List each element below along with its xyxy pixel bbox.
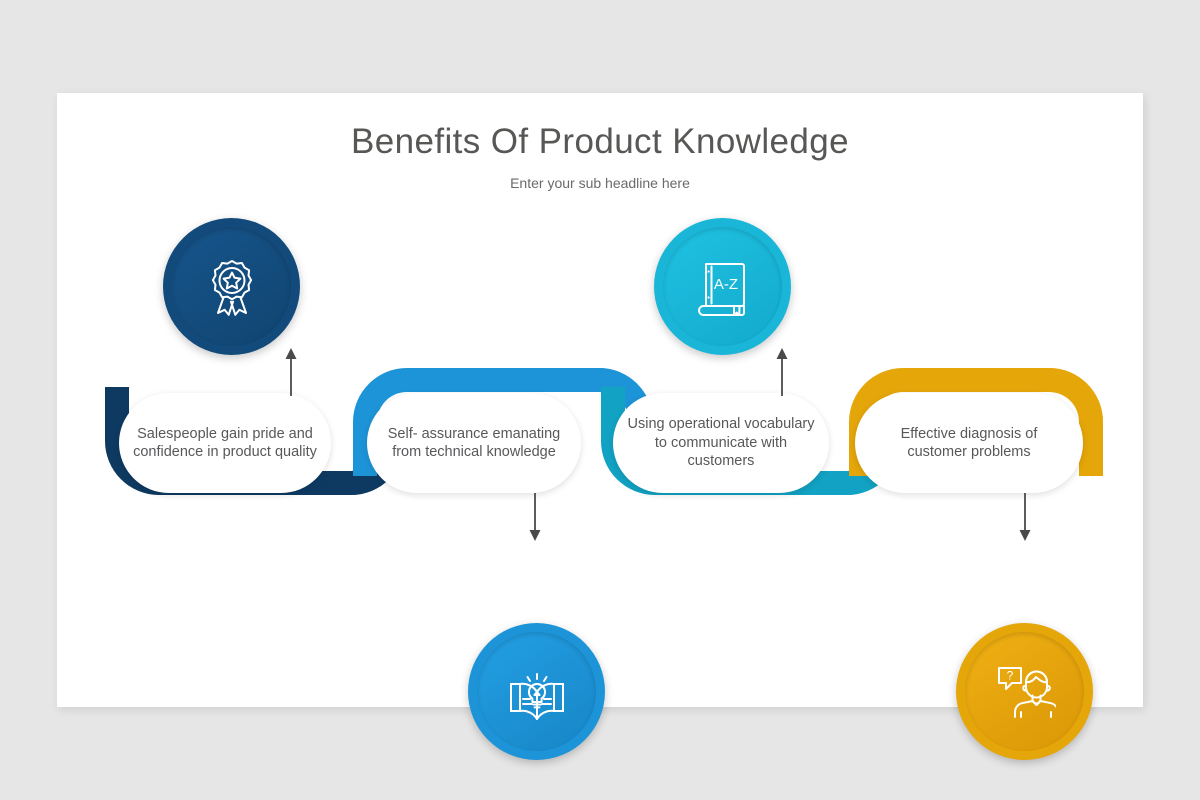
icon-circle-step-1[interactable] xyxy=(163,218,300,355)
award-ribbon-icon xyxy=(163,218,300,355)
svg-text:A-Z: A-Z xyxy=(713,276,737,293)
arrow-step-3-up xyxy=(775,348,789,396)
arrow-step-2-down xyxy=(528,493,542,541)
arrow-step-4-down xyxy=(1018,493,1032,541)
icon-circle-step-2[interactable] xyxy=(468,623,605,760)
circle-inner-face xyxy=(663,227,782,346)
page-subtitle: Enter your sub headline here xyxy=(510,175,690,191)
customer-question-icon: ? xyxy=(956,623,1093,760)
circle-inner-face xyxy=(965,632,1084,751)
dictionary-az-icon: A-Z xyxy=(654,218,791,355)
circle-inner-face xyxy=(172,227,291,346)
arrow-step-1-up xyxy=(284,348,298,396)
icon-circle-step-3[interactable]: A-Z xyxy=(654,218,791,355)
slide-canvas: Benefits Of Product Knowledge Enter your… xyxy=(57,93,1143,760)
card-step-3[interactable]: Using operational vocabulary to communic… xyxy=(613,393,829,493)
book-lightbulb-icon xyxy=(468,623,605,760)
card-step-1-text: Salespeople gain pride and confidence in… xyxy=(133,425,317,461)
icon-circle-step-4[interactable]: ? xyxy=(956,623,1093,760)
page-title: Benefits Of Product Knowledge xyxy=(351,122,849,161)
card-step-2-text: Self- assurance emanating from technical… xyxy=(387,425,561,461)
pill-step-4-right xyxy=(983,368,1103,476)
card-step-3-text: Using operational vocabulary to communic… xyxy=(627,416,815,470)
card-step-2[interactable]: Self- assurance emanating from technical… xyxy=(367,393,581,493)
card-step-4-text: Effective diagnosis of customer problems xyxy=(900,425,1038,461)
card-step-4[interactable]: Effective diagnosis of customer problems xyxy=(855,393,1083,493)
card-step-1[interactable]: Salespeople gain pride and confidence in… xyxy=(119,393,331,493)
svg-text:?: ? xyxy=(1006,668,1013,682)
